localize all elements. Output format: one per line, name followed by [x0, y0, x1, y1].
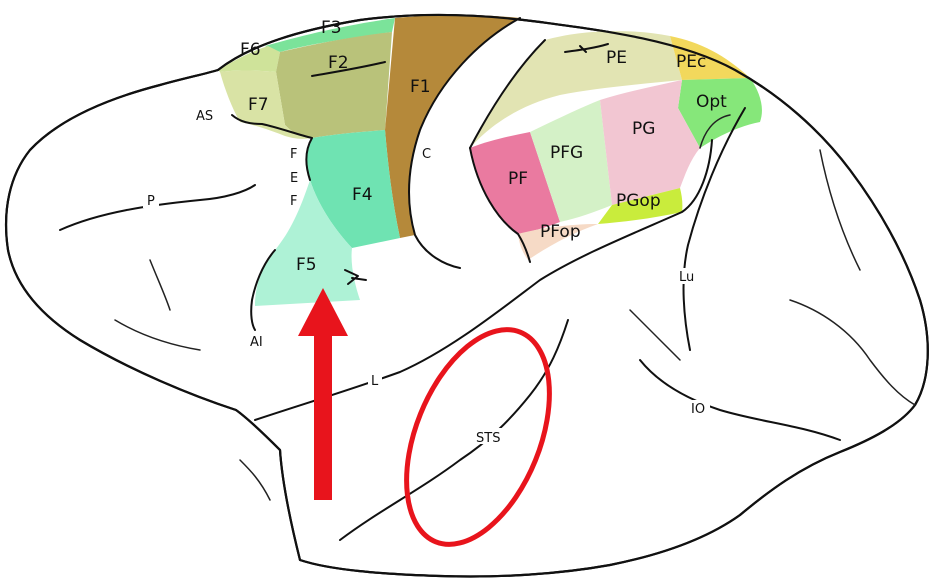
label-sts: STS [476, 431, 500, 446]
label-f2: F2 [328, 53, 349, 73]
label-pfg: PFG [550, 143, 583, 163]
label-io: IO [691, 402, 705, 417]
label-f4: F4 [352, 185, 373, 205]
label-lu: Lu [679, 270, 694, 285]
label-pgop: PGop [616, 191, 661, 211]
arrow-shaft [314, 330, 332, 500]
label-f7: F7 [248, 95, 269, 115]
label-pg: PG [632, 119, 655, 139]
label-c: C [422, 147, 431, 162]
label-pe: PE [606, 48, 627, 68]
label-pf: PF [508, 169, 528, 189]
label-f3: F3 [321, 18, 342, 38]
label-f1: F1 [410, 77, 431, 97]
label-f6: F6 [240, 40, 261, 60]
label-opt: Opt [696, 92, 727, 112]
label-as: AS [196, 109, 213, 124]
brain-outline [6, 15, 928, 577]
label-ai: AI [250, 335, 263, 350]
label-fef-2: E [290, 171, 298, 186]
label-fef-3: F [290, 194, 297, 209]
label-f5: F5 [296, 255, 317, 275]
label-l: L [371, 374, 379, 389]
label-pfop: PFop [540, 222, 581, 242]
label-fef-1: F [290, 147, 297, 162]
label-p: P [147, 194, 155, 209]
label-pec: PEc [676, 52, 706, 72]
temporal-lower-sulcus [240, 460, 270, 500]
